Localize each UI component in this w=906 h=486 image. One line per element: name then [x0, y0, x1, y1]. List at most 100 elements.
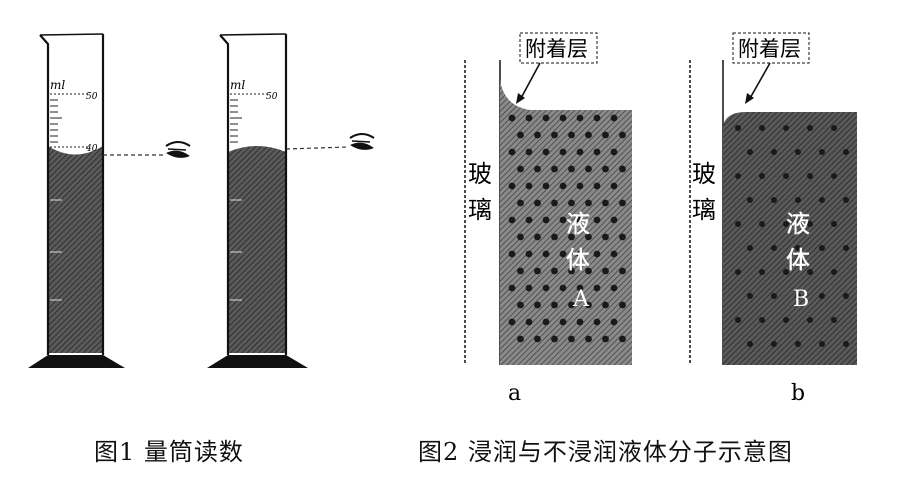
molecule-dot	[602, 335, 609, 343]
molecule-dot	[542, 284, 550, 292]
molecule-dot	[771, 245, 777, 251]
molecule-dot	[831, 125, 837, 131]
molecule-dot	[585, 335, 592, 343]
cylinder-liquid	[48, 155, 103, 353]
molecule-dot	[610, 148, 618, 156]
convex-meniscus	[228, 146, 286, 152]
molecule-dot	[619, 301, 626, 309]
molecule-dot	[525, 148, 533, 156]
concave-meniscus	[48, 146, 103, 158]
molecule-dot	[559, 318, 567, 326]
molecule-dot	[551, 267, 558, 275]
glass-label-char-1: 玻	[692, 160, 716, 188]
molecule-dot	[795, 197, 801, 203]
molecule-dot	[568, 131, 575, 139]
molecule-dot	[576, 182, 584, 190]
molecule-dot	[843, 341, 849, 347]
molecule-dot	[576, 250, 584, 258]
molecule-dot	[831, 173, 837, 179]
molecule-dot	[576, 318, 584, 326]
molecule-dot	[517, 335, 524, 343]
molecule-dot	[576, 284, 584, 292]
molecule-dot	[807, 317, 813, 323]
molecule-dot	[525, 284, 533, 292]
molecule-dot	[568, 233, 575, 241]
tick-label-upper: 50	[266, 92, 278, 102]
molecule-dot	[610, 250, 618, 258]
molecule-dot	[551, 131, 558, 139]
molecule-dot	[593, 284, 601, 292]
molecule-dot	[542, 250, 550, 258]
molecule-dot	[551, 233, 558, 241]
molecule-dot	[585, 267, 592, 275]
panel-b-nonwetting: 玻 璃 液 体 B 附着层 b	[689, 32, 857, 406]
molecule-dot	[807, 269, 813, 275]
molecule-dot	[843, 245, 849, 251]
molecule-dot	[610, 216, 618, 224]
liquid-label-char-3: A	[572, 287, 590, 312]
molecule-dot	[807, 125, 813, 131]
molecule-dot	[602, 233, 609, 241]
molecule-dot	[783, 269, 789, 275]
glass-label-char-2: 璃	[692, 196, 716, 224]
molecule-dot	[807, 173, 813, 179]
molecule-dot	[568, 267, 575, 275]
liquid-label-char-1: 液	[566, 210, 590, 238]
molecule-dot	[542, 318, 550, 326]
molecule-dot	[619, 165, 626, 173]
figure2-caption: 图2 浸润与不浸润液体分子示意图	[418, 438, 793, 466]
molecule-dot	[819, 245, 825, 251]
molecule-dot	[783, 221, 789, 227]
unit-label: ml	[50, 78, 65, 92]
molecule-dot	[534, 233, 541, 241]
molecule-dot	[508, 182, 516, 190]
panel-label: b	[791, 381, 805, 406]
molecule-dot	[593, 216, 601, 224]
molecule-dot	[585, 233, 592, 241]
measuring-cylinder-right: ml 50	[207, 33, 349, 368]
liquid-label-char-3: B	[793, 287, 809, 312]
molecule-dot	[534, 267, 541, 275]
molecule-dot	[542, 182, 550, 190]
adhesion-label: 附着层	[525, 37, 588, 61]
tick-label-upper: 50	[86, 92, 98, 102]
molecule-dot	[517, 301, 524, 309]
molecule-dot	[508, 114, 516, 122]
molecule-dot	[551, 165, 558, 173]
molecule-dot	[807, 221, 813, 227]
molecule-dot	[568, 165, 575, 173]
molecule-dot	[534, 301, 541, 309]
liquid-label-char-2: 体	[566, 246, 590, 274]
molecule-dot	[593, 114, 601, 122]
molecule-dot	[602, 131, 609, 139]
molecule-dot	[585, 199, 592, 207]
figure1-caption: 图1 量筒读数	[94, 438, 244, 466]
molecule-dot	[619, 199, 626, 207]
molecule-dot	[585, 131, 592, 139]
molecule-dot	[542, 216, 550, 224]
molecule-dot	[559, 284, 567, 292]
eye-icon	[165, 141, 191, 158]
molecule-dot	[610, 114, 618, 122]
molecule-dot	[843, 293, 849, 299]
molecule-dot	[517, 199, 524, 207]
molecule-dot	[593, 182, 601, 190]
molecule-dot	[759, 317, 765, 323]
molecule-dot	[831, 221, 837, 227]
liquid-label-char-2: 体	[786, 246, 810, 274]
molecule-dot	[559, 114, 567, 122]
molecule-dot	[576, 148, 584, 156]
molecule-dot	[819, 341, 825, 347]
molecule-dot	[534, 131, 541, 139]
molecule-dot	[759, 269, 765, 275]
molecule-dot	[602, 199, 609, 207]
molecule-dot	[619, 233, 626, 241]
molecule-dot	[559, 148, 567, 156]
molecule-dot	[551, 199, 558, 207]
molecule-dot	[551, 301, 558, 309]
molecule-dot	[568, 199, 575, 207]
molecule-dot	[525, 318, 533, 326]
molecule-dot	[508, 284, 516, 292]
molecule-dot	[525, 250, 533, 258]
